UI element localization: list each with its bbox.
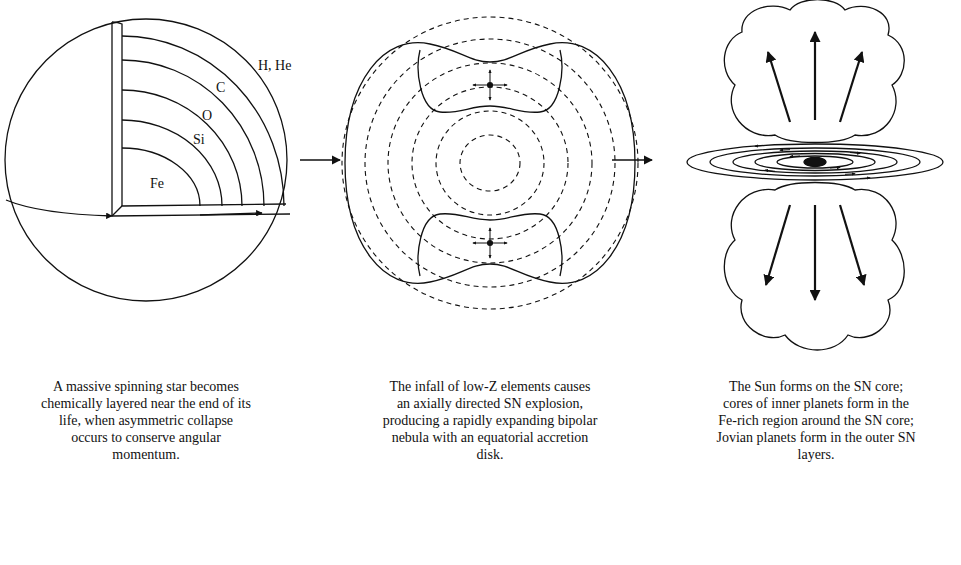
caption: The infall of low-Z elements causes an a… [383, 378, 598, 463]
layer-label: Si [193, 132, 205, 148]
layer-label: H, He [258, 58, 291, 74]
layered-star [5, 19, 290, 301]
bipolar-nebula [342, 17, 638, 309]
caption: A massive spinning star becomes chemical… [41, 378, 251, 463]
layer-label: O [202, 108, 212, 124]
accretion-disk [687, 0, 943, 350]
caption: The Sun forms on the SN core; cores of i… [714, 378, 919, 463]
layer-label: C [216, 80, 225, 96]
layer-label: Fe [150, 176, 164, 192]
